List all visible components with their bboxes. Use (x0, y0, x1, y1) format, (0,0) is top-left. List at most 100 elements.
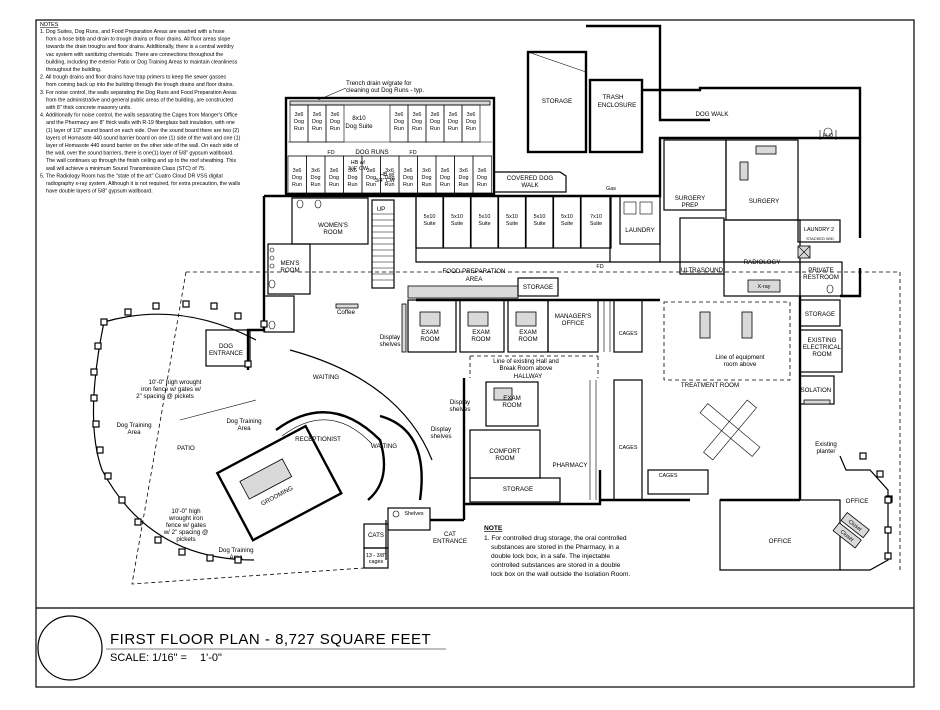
exam-room-4-label-b: ROOM (502, 402, 521, 409)
dog-training-south-1: Dog Training (218, 547, 254, 554)
treatment-room-label: TREATMENT ROOM (681, 382, 739, 389)
exam-room-4-label-a: EXAM (503, 395, 521, 402)
dog-run-size: 3x6 (404, 168, 413, 174)
dog-run-label-b: Run (311, 182, 321, 188)
dog-run-size: 3x6 (313, 112, 322, 118)
surgery-prep-label-1: SURGERY (675, 195, 706, 202)
fence-post (884, 496, 892, 504)
scale-value: 1'-0" (200, 652, 222, 664)
existing-planter-label-1: Existing (815, 441, 837, 448)
dog-run-size: 3x6 (431, 112, 440, 118)
office-east (839, 455, 889, 571)
exam-room-1-label-b: ROOM (420, 336, 439, 343)
suite-size: 5x10 (561, 214, 573, 220)
exam-room-1 (407, 299, 457, 353)
note-box-line: controlled substances are stored in a do… (491, 562, 621, 569)
fence-post (206, 554, 214, 562)
fence-post (182, 300, 190, 308)
existing-electrical-room (799, 329, 843, 373)
womens-room (291, 197, 369, 245)
trench-drain-callout-1: Trench drain w/grate for (346, 80, 411, 87)
notes-line: 5. The Radiology Room has the "state of … (40, 173, 223, 179)
covered-walk-label-1: COVERED DOG (507, 175, 554, 182)
cages-lower-label: CAGES (619, 445, 638, 451)
dog-run-label: Dog (312, 119, 322, 125)
fence-post (210, 302, 218, 310)
suite-size: 7x10 (590, 214, 602, 220)
cages-lower (613, 379, 643, 501)
fence-bottom-callout-1: 10'-0" high (171, 508, 201, 515)
trench-drain-callout-2: cleaning out Dog Runs - typ. (346, 87, 424, 94)
dog-run-label-b: Run (329, 182, 339, 188)
suite-size: 5x10 (451, 214, 463, 220)
general-notes: NOTES 1. Dog Suites, Dog Runs, and Food … (40, 22, 241, 195)
equipment-line (663, 301, 791, 381)
exam-room-1-label-a: EXAM (421, 329, 439, 336)
dog-run-label-b: Run (440, 182, 450, 188)
womens-room-label-1: WOMEN'S (318, 222, 348, 229)
floor-drain-1: FD (327, 150, 334, 156)
display-shelves-3-a: Display (431, 426, 452, 433)
notes-line: 3. For noise control, the walls separati… (40, 90, 237, 96)
notes-line: towards the drain troughs and floor drai… (46, 44, 234, 50)
private-restroom-label-2: RESTROOM (803, 274, 839, 281)
dog-run-label-b: Run (330, 126, 340, 132)
mens-room (267, 243, 311, 295)
exam-room-3-label-a: EXAM (519, 329, 537, 336)
dog-run-size: 3x6 (467, 112, 476, 118)
dog-run-label: Dog (466, 119, 476, 125)
notes-line: from a hose bibb and drain to trough dra… (46, 37, 230, 43)
dog-run-label-b: Run (294, 126, 304, 132)
notes-line: layer of Homasote 440 sound barrier on t… (46, 143, 239, 149)
dog-run-size: 3x6 (449, 112, 458, 118)
restrooms: WOMEN'S ROOM MEN'S ROOM (263, 197, 369, 333)
hall-line-callout-1: Line of existing Hall and (493, 358, 559, 365)
pharmacy-label: PHARMACY (552, 462, 587, 469)
notes-line: have double layers of 5/8" gypsum wallbo… (46, 189, 153, 195)
suite-size: 5x10 (479, 214, 491, 220)
dog-run-units: 3x6DogRun3x6DogRun3x6DogRun3x6DogRun3x6D… (287, 104, 492, 194)
drawing-title: FIRST FLOOR PLAN - 8,727 SQUARE FEET (110, 631, 431, 648)
notes-line: wall will achieve a minimum Sound Transm… (46, 166, 206, 172)
dog-run-label-b: Run (459, 182, 469, 188)
dog-run-size: 3x6 (367, 168, 376, 174)
xray-label: X-ray (758, 284, 771, 290)
display-shelves-1-a: Display (380, 334, 401, 341)
dog-suite-size: 8x10 (352, 115, 366, 122)
dog-run-label-b: Run (394, 126, 404, 132)
existing-electrical-label-1: EXISTING (808, 337, 837, 344)
waiting-area: WAITING WAITING RECEPTIONIST (275, 349, 433, 501)
dog-run-size: 3x6 (441, 168, 450, 174)
dog-run-size: 3x6 (293, 168, 302, 174)
cats-label: CATS (368, 532, 384, 539)
notes-line: building, including the exterior Patio o… (46, 59, 238, 65)
cages-treatment (647, 469, 709, 495)
existing-electrical-label-3: ROOM (812, 351, 831, 358)
hallway-label: HALLWAY (514, 373, 542, 380)
dog-run-label-b: Run (312, 126, 322, 132)
dog-run-label: Dog (430, 119, 440, 125)
dog-run-label-b: Run (448, 126, 458, 132)
dog-runs-block: 3x6DogRun3x6DogRun3x6DogRun3x6DogRun3x6D… (284, 80, 496, 196)
dog-run-size: 3x6 (295, 112, 304, 118)
notes-lines: 1. Dog Suites, Dog Runs, and Food Prepar… (40, 29, 241, 195)
suite-size: 5x10 (534, 214, 546, 220)
radiology-label: RADIOLOGY (744, 259, 781, 266)
dog-run-size: 3x6 (478, 168, 487, 174)
display-shelves-3-b: shelves (431, 433, 452, 440)
dog-runs-label: DOG RUNS (355, 149, 388, 156)
equipment-line-callout-1: Line of equipment (715, 354, 764, 361)
notes-line: from coming back up into the building th… (46, 82, 234, 88)
fence-bottom-callout-3: fence w/ gates (166, 522, 206, 529)
fence-post (90, 394, 98, 402)
hose-bibb-2b: 3/4" CW (375, 178, 396, 184)
